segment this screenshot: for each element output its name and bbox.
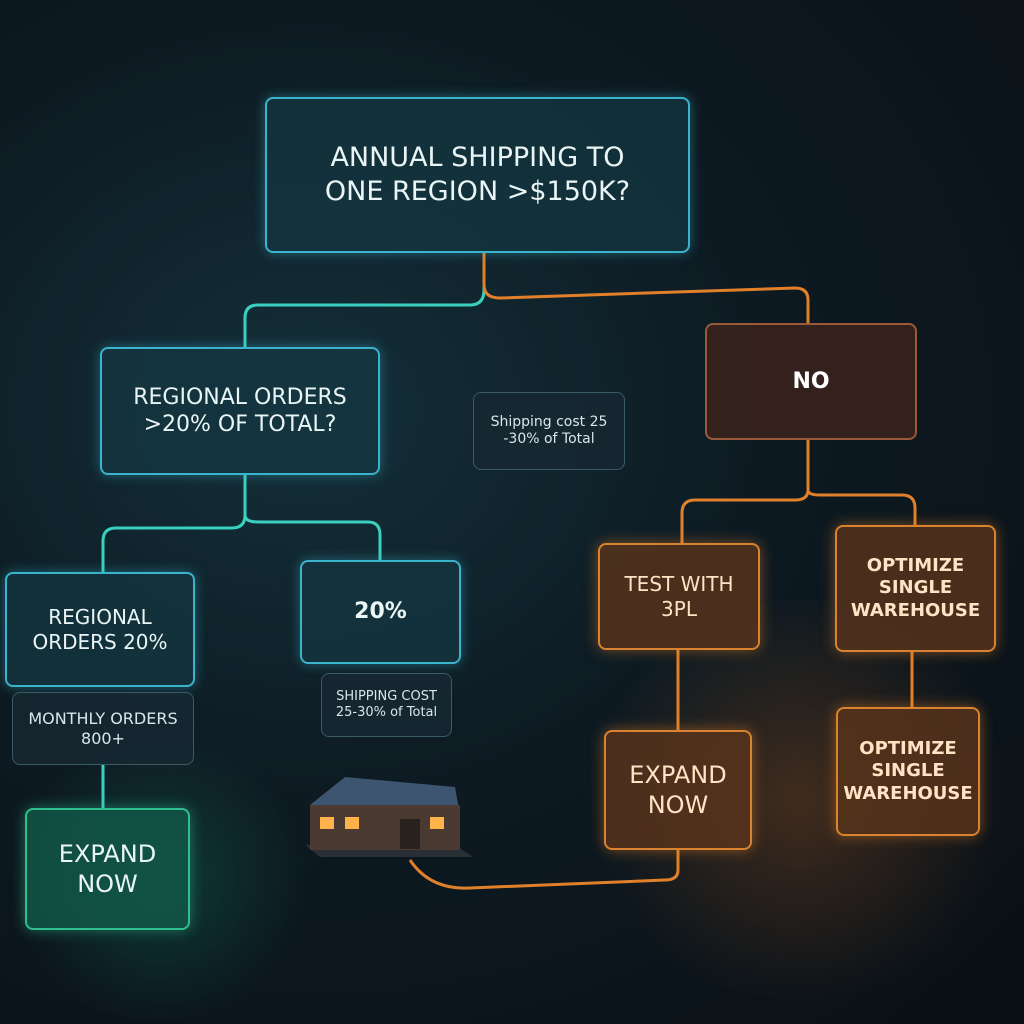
regional-question-node[interactable]: REGIONAL ORDERS >20% OF TOTAL? — [100, 347, 380, 475]
optimize-warehouse-node-2[interactable]: OPTIMIZE SINGLE WAREHOUSE — [836, 707, 980, 836]
root-question-node[interactable]: ANNUAL SHIPPING TO ONE REGION >$150K? — [265, 97, 690, 253]
connector-root-right — [482, 253, 810, 323]
connector-expand-house — [408, 850, 680, 890]
test-3pl-node[interactable]: TEST WITH 3PL — [598, 543, 760, 650]
no-node[interactable]: NO — [705, 323, 917, 440]
monthly-orders-note: MONTHLY ORDERS 800+ — [12, 692, 194, 765]
connector-no-right — [806, 489, 917, 525]
center-shipping-note: Shipping cost 25 -30% of Total — [473, 392, 625, 470]
regional-orders-node[interactable]: REGIONAL ORDERS 20% — [5, 572, 195, 687]
twenty-percent-node[interactable]: 20% — [300, 560, 461, 664]
connector-regional-left — [101, 475, 247, 572]
connector-no-left — [680, 440, 810, 543]
connector-root-left — [243, 253, 486, 347]
expand-now-right-node[interactable]: EXPAND NOW — [604, 730, 752, 850]
shipping-cost-note: SHIPPING COST 25-30% of Total — [321, 673, 452, 737]
connector-regional-right — [243, 514, 382, 560]
warehouse-icon — [305, 777, 473, 857]
optimize-warehouse-node-1[interactable]: OPTIMIZE SINGLE WAREHOUSE — [835, 525, 996, 652]
expand-now-left-node[interactable]: EXPAND NOW — [25, 808, 190, 930]
